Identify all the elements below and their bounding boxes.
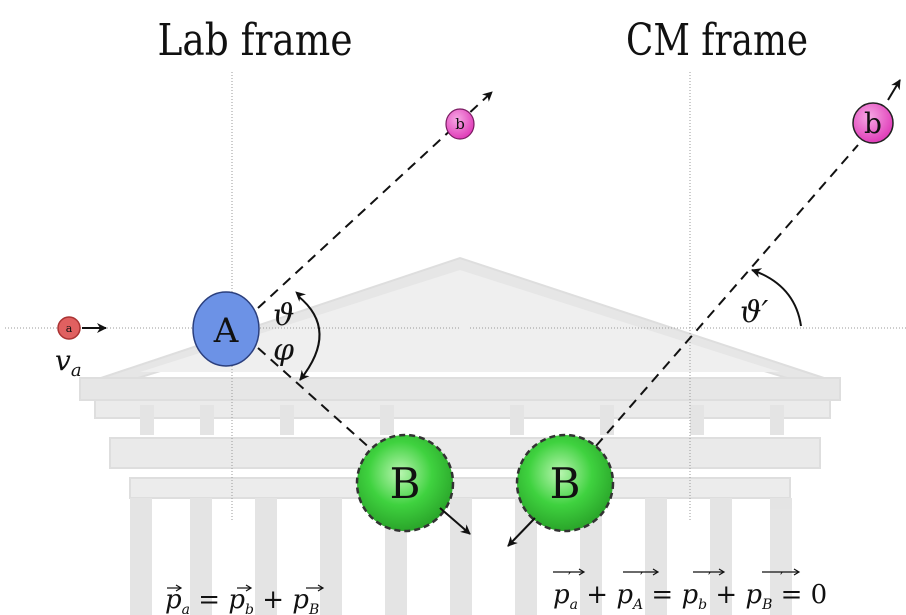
svg-text:′: ′ (568, 568, 572, 587)
cm-angle-arc (751, 268, 802, 327)
cm-b-outgoing-arrow-icon (887, 79, 901, 101)
lab-b-trajectory (257, 91, 493, 309)
lab-B-trajectory (257, 347, 373, 451)
cm-nucleus-B: B (515, 433, 615, 533)
cm-angle-theta-prime: ϑ′ (740, 295, 768, 330)
cm-momentum-equation: pa + pA = pb + pB = 0 (553, 580, 827, 613)
lab-angle-theta: ϑ (273, 298, 294, 333)
lab-angle-arc (297, 295, 321, 381)
lab-particle-b-label: b (455, 115, 465, 133)
lab-equation-vector-arrows (167, 584, 325, 592)
lab-angle-phi: φ (273, 333, 294, 368)
lab-B-motion-arrow-icon (439, 507, 471, 535)
cm-particle-b-label: b (864, 107, 882, 140)
lab-particle-a-label: a (66, 322, 73, 335)
lab-particle-b: b (445, 108, 475, 140)
velocity-label: va (55, 344, 82, 381)
cm-particle-b: b (852, 102, 894, 144)
cm-equation-vector-arrows: ′ ′ ′ ′ (553, 568, 801, 587)
building-watermark-icon (79, 256, 841, 615)
cm-B-motion-arrow-icon (507, 517, 536, 547)
lab-frame-title: Lab frame (158, 15, 353, 66)
cm-b-trajectory (595, 144, 859, 447)
cm-frame-title: CM frame (626, 15, 808, 66)
svg-text:′: ′ (780, 568, 784, 587)
lab-momentum-equation: pa = pb + pB (165, 585, 319, 615)
lab-nucleus-B-label: B (390, 459, 421, 508)
lab-nucleus-A-label: A (213, 311, 239, 351)
cm-nucleus-B-label: B (550, 459, 581, 508)
lab-particle-a: a (57, 316, 81, 340)
lab-nucleus-A: A (192, 291, 260, 367)
svg-text:′: ′ (708, 568, 712, 587)
svg-text:′: ′ (640, 568, 644, 587)
lab-nucleus-B: B (355, 433, 455, 533)
